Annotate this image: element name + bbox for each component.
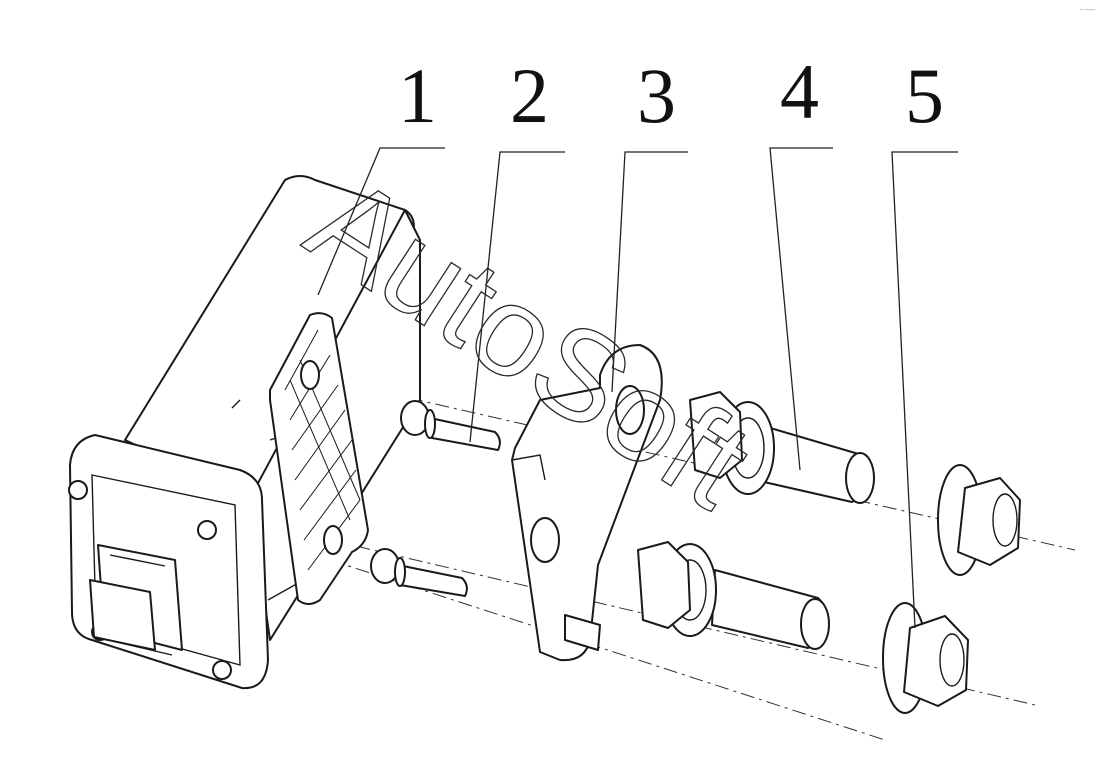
callout-numbers: 1 2 3 4 5 <box>398 48 944 139</box>
callout-3: 3 <box>637 52 676 139</box>
part-3-bracket-plate <box>511 344 663 662</box>
part-4-flange-bolt-upper <box>689 391 875 504</box>
callout-2: 2 <box>510 52 549 139</box>
corner-mark: -·— <box>1080 4 1095 14</box>
part-2-bolt-lower <box>370 548 468 597</box>
part-1-mounting-bracket <box>269 312 369 605</box>
part-5-flange-nut-upper <box>937 464 1021 576</box>
callout-4: 4 <box>780 48 819 135</box>
part-2-bolt-upper <box>400 400 501 451</box>
leader-lines <box>317 147 958 629</box>
part-5-flange-nut-lower <box>882 602 969 714</box>
part-4-flange-bolt-lower <box>637 541 830 650</box>
callout-5: 5 <box>905 52 944 139</box>
callout-1: 1 <box>398 52 437 139</box>
